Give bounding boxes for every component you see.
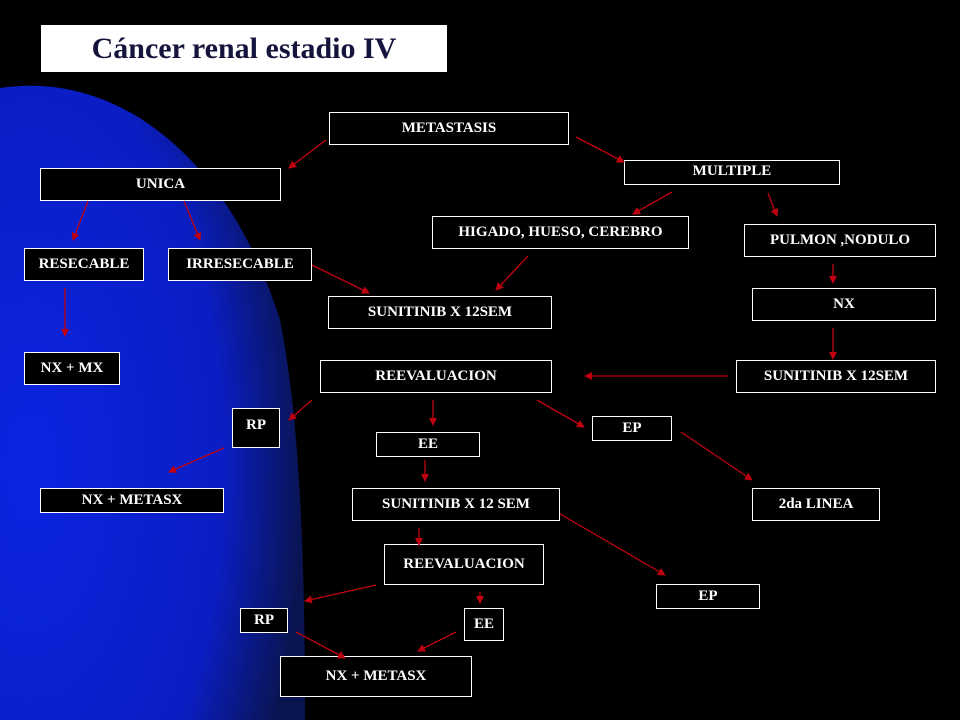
node-metastasis: METASTASIS bbox=[329, 112, 569, 145]
arrow-reevaluacion-2-to-rp-2 bbox=[304, 584, 377, 604]
node-reevaluacion-2: REEVALUACION bbox=[384, 544, 544, 585]
node-reevaluacion-1: REEVALUACION bbox=[320, 360, 552, 393]
arrow-reevaluacion-to-ep bbox=[536, 399, 585, 428]
node-sunitinib-12-sem: SUNITINIB X 12 SEM bbox=[352, 488, 560, 521]
node-sunitinib-center: SUNITINIB X 12SEM bbox=[328, 296, 552, 329]
arrow-rp-to-nx-metasx bbox=[168, 447, 225, 473]
arrow-multiple-to-higado bbox=[632, 191, 673, 215]
slide-title: Cáncer renal estadio IV bbox=[40, 24, 448, 73]
arrow-reevaluacion-to-rp bbox=[288, 399, 313, 421]
arrow-multiple-to-pulmon bbox=[767, 192, 779, 217]
node-nx-metasx-1: NX + METASX bbox=[40, 488, 224, 513]
node-sunitinib-right: SUNITINIB X 12SEM bbox=[736, 360, 936, 393]
arrow-ee-2-to-nx-metasx-2 bbox=[417, 631, 457, 652]
arrow-rp-2-to-nx-metasx-2 bbox=[295, 631, 346, 659]
node-irresecable: IRRESECABLE bbox=[168, 248, 312, 281]
arrow-higado-to-sunitinib bbox=[495, 255, 529, 291]
arrow-unica-to-irresecable bbox=[183, 200, 202, 241]
node-ep-1: EP bbox=[592, 416, 672, 441]
node-rp-2: RP bbox=[240, 608, 288, 633]
node-ee-1: EE bbox=[376, 432, 480, 457]
node-rp-1: RP bbox=[232, 408, 280, 448]
node-ee-2: EE bbox=[464, 608, 504, 641]
node-unica: UNICA bbox=[40, 168, 281, 201]
arrow-irresecable-to-sunitinib bbox=[311, 264, 370, 294]
node-multiple: MULTIPLE bbox=[624, 160, 840, 185]
arrow-sunitinib-to-ep-2 bbox=[559, 513, 666, 576]
node-nx-metasx-2: NX + METASX bbox=[280, 656, 472, 697]
node-nx-mx: NX + MX bbox=[24, 352, 120, 385]
node-higado-hueso-cerebro: HIGADO, HUESO, CEREBRO bbox=[432, 216, 689, 249]
arrow-ep-to-2da-linea bbox=[680, 431, 753, 481]
node-nx: NX bbox=[752, 288, 936, 321]
arrow-metastasis-to-multiple bbox=[575, 136, 625, 163]
arrow-unica-to-resecable bbox=[71, 200, 89, 241]
arrow-metastasis-to-unica bbox=[288, 139, 327, 169]
node-resecable: RESECABLE bbox=[24, 248, 144, 281]
node-pulmon-nodulo: PULMON ,NODULO bbox=[744, 224, 936, 257]
node-ep-2: EP bbox=[656, 584, 760, 609]
node-segunda-linea: 2da LINEA bbox=[752, 488, 880, 521]
